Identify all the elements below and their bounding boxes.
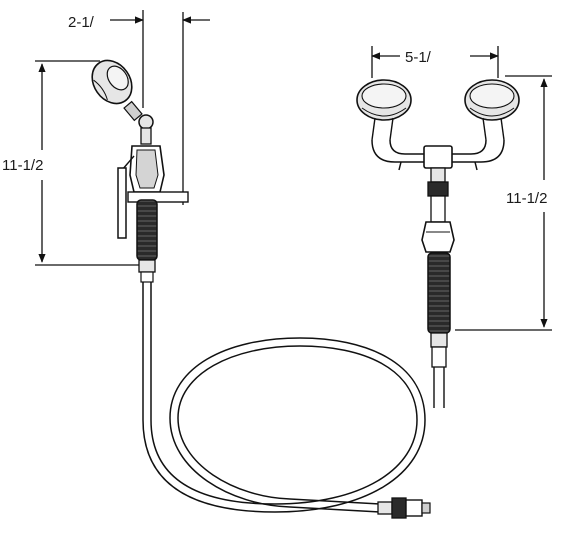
single-grip-handle <box>136 199 158 283</box>
coiled-hose <box>142 282 426 513</box>
single-width-label: 2-1/ <box>68 14 95 31</box>
single-head-unit: 2-1/ 11-1/2 <box>2 10 431 519</box>
dual-width-dimension: 5-1/ <box>371 46 499 78</box>
single-spray-head <box>91 59 154 130</box>
dual-grip-handle <box>427 252 451 408</box>
dual-right-spray-head <box>464 79 520 141</box>
dual-crossbar <box>371 139 505 171</box>
dual-height-label: 11-1/2 <box>506 190 547 207</box>
dual-left-spray-head <box>356 79 412 141</box>
single-height-dimension: 11-1/2 <box>2 60 140 266</box>
dual-tee-fitting <box>423 145 453 169</box>
hose-end-fitting <box>377 497 431 519</box>
dual-head-unit: 5-1/ 11-1/2 <box>356 46 552 408</box>
single-width-dimension: 2-1/ <box>68 10 210 205</box>
single-height-label: 11-1/2 <box>2 157 43 174</box>
dual-width-label: 5-1/ <box>405 49 432 66</box>
dual-valve-stem <box>421 167 455 253</box>
single-valve-body <box>117 127 189 239</box>
dual-height-dimension: 11-1/2 <box>455 75 552 331</box>
